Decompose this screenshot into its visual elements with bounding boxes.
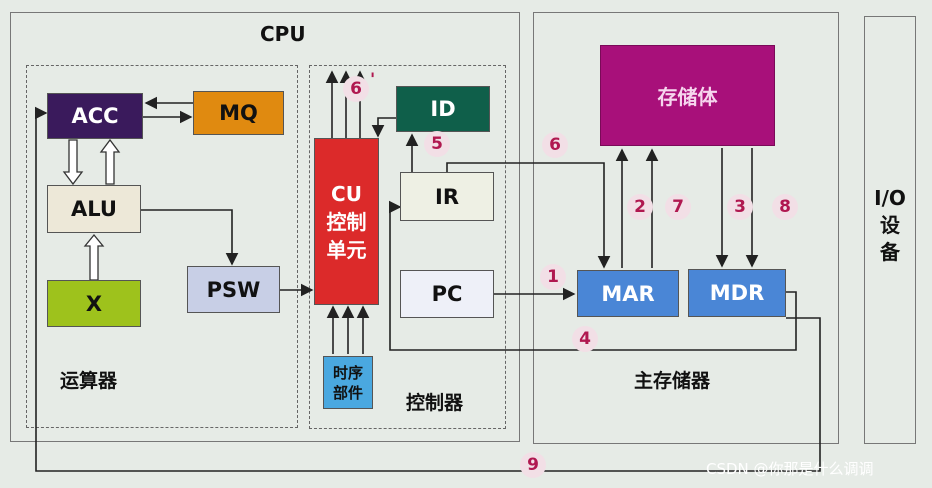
- memory-title: 主存储器: [634, 370, 711, 392]
- mdr-to-ir-line: [388, 200, 797, 351]
- mdr-to-acc-line: [34, 106, 821, 472]
- mar-register: MAR: [577, 270, 679, 317]
- alu-section-label: 运算器: [60, 370, 118, 392]
- alu-to-psw-line: [140, 209, 239, 266]
- cpu-frame: [10, 12, 520, 442]
- psw-register: PSW: [187, 266, 280, 313]
- acc-register: ACC: [47, 93, 143, 139]
- mdr-register: MDR: [688, 269, 786, 317]
- ir-to-mar-line: [446, 162, 611, 269]
- step-6-prime-marker: 6: [343, 76, 369, 102]
- step-9-marker: 9: [520, 452, 546, 478]
- alu-section-frame: [26, 65, 298, 428]
- control-section-label: 控制器: [406, 392, 464, 414]
- x-to-alu-hollow-arrow: [83, 233, 105, 281]
- io-frame: [864, 16, 916, 444]
- control-section-frame: [309, 65, 506, 429]
- step-8-marker: 8: [772, 194, 798, 220]
- memory-frame: [533, 12, 839, 444]
- x-register: X: [47, 280, 141, 327]
- step-4-marker: 4: [572, 326, 598, 352]
- cpu-title: CPU: [260, 22, 306, 46]
- acc-to-alu-hollow-arrow: [62, 139, 84, 186]
- step-6-prime-mark: ': [370, 70, 376, 90]
- alu-to-acc-hollow-arrow: [99, 138, 121, 185]
- id-register: ID: [396, 86, 490, 132]
- pc-register: PC: [400, 270, 494, 318]
- mq-register: MQ: [193, 91, 284, 135]
- watermark: CSDN @你那是什么调调: [706, 460, 874, 478]
- step-3-marker: 3: [727, 194, 753, 220]
- storage-body: 存储体: [600, 45, 775, 146]
- step-2-marker: 2: [627, 194, 653, 220]
- step-6-marker: 6: [542, 132, 568, 158]
- io-device-label: I/O 设 备: [874, 186, 906, 264]
- timing-unit: 时序 部件: [323, 356, 373, 409]
- ir-register: IR: [400, 172, 494, 221]
- cu-control-unit: CU 控制 单元: [314, 138, 379, 305]
- step-1-marker: 1: [540, 264, 566, 290]
- alu-unit: ALU: [47, 185, 141, 233]
- step-7-marker: 7: [665, 194, 691, 220]
- id-to-cu-line: [371, 117, 396, 138]
- step-5-marker: 5: [424, 131, 450, 157]
